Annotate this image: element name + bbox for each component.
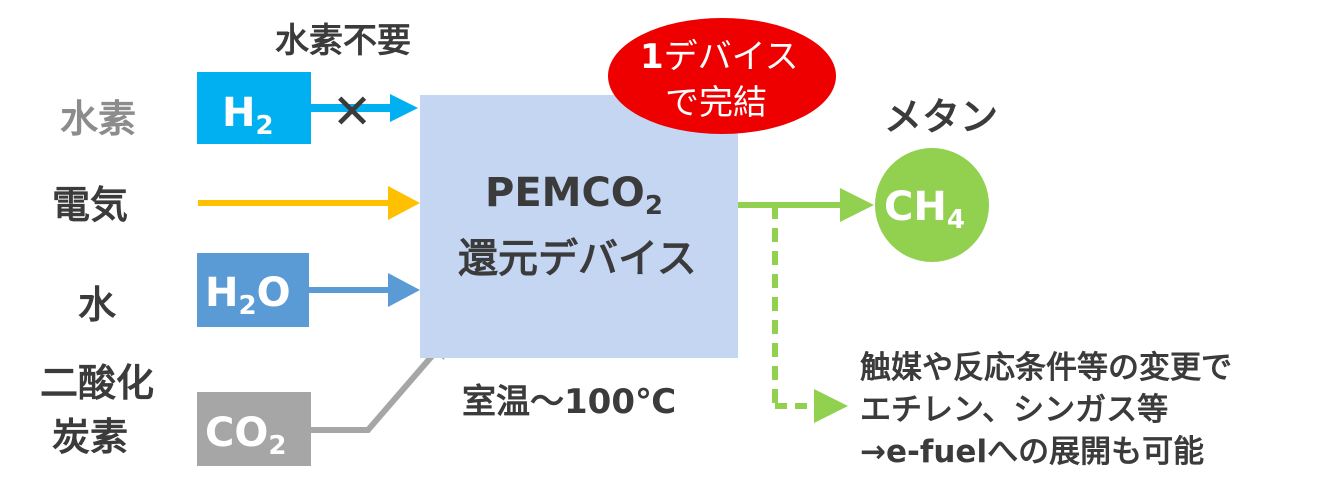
co2-arrow-shaft bbox=[311, 354, 435, 433]
co2-formula: CO2 bbox=[205, 410, 286, 461]
h2-formula: H2 bbox=[222, 90, 274, 141]
co2-label-line1: 二酸化 bbox=[40, 361, 154, 405]
h2-box bbox=[197, 72, 311, 144]
h2o-arrow-head bbox=[388, 273, 420, 307]
hydrogen-label: 水素 bbox=[60, 97, 136, 141]
h2o-formula: H2O bbox=[205, 270, 291, 321]
badge-line1: 1デバイス bbox=[640, 37, 799, 77]
note-line2: エチレン、シンガス等 bbox=[860, 392, 1168, 428]
methane-label: メタン bbox=[884, 95, 998, 139]
branch-arrow-head bbox=[814, 389, 848, 423]
note-line1: 触媒や反応条件等の変更で bbox=[860, 350, 1232, 386]
h2o-box bbox=[197, 253, 309, 327]
temperature-label: 室温～100℃ bbox=[462, 382, 676, 422]
device-title: PEMCO2 bbox=[485, 170, 663, 221]
h2-arrow-head bbox=[390, 94, 418, 122]
co2-box bbox=[197, 392, 311, 466]
cross-icon: ✕ bbox=[332, 84, 372, 140]
one-device-badge bbox=[608, 18, 836, 134]
device-subtitle: 還元デバイス bbox=[458, 236, 697, 282]
ch4-formula: CH4 bbox=[884, 184, 965, 235]
h2-not-needed-label: 水素不要 bbox=[275, 21, 411, 61]
note-line3: →e-fuelへの展開も可能 bbox=[860, 434, 1204, 470]
pemco2-device-box bbox=[420, 95, 738, 358]
water-label: 水 bbox=[78, 283, 117, 327]
ch4-circle bbox=[875, 148, 989, 262]
electricity-label: 電気 bbox=[52, 183, 128, 227]
co2-label-line2: 炭素 bbox=[52, 415, 128, 459]
electricity-arrow-head bbox=[388, 186, 420, 220]
badge-line2: で完結 bbox=[665, 83, 767, 123]
methane-arrow-head bbox=[840, 188, 874, 222]
